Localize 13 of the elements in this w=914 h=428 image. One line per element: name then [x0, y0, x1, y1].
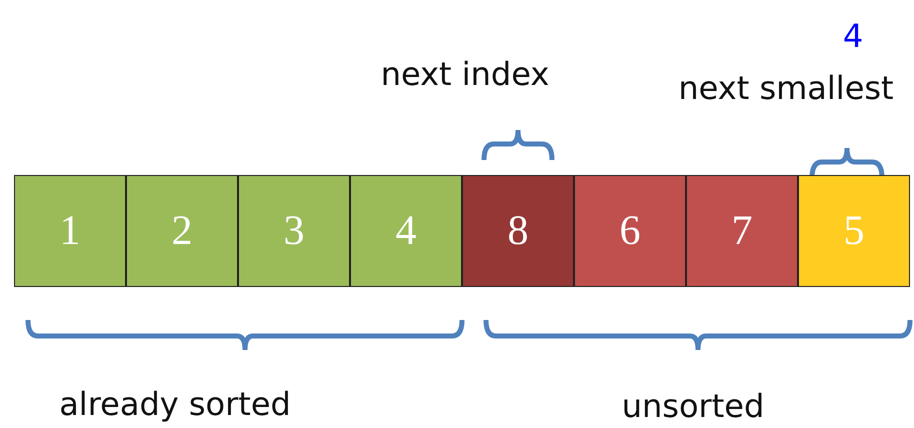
annotation-text: already sorted	[59, 388, 291, 420]
array-cell: 7	[686, 175, 798, 287]
array-cell: 4	[350, 175, 462, 287]
annotation-text: unsorted	[622, 390, 764, 422]
array-cell: 1	[14, 175, 126, 287]
array-cell: 3	[238, 175, 350, 287]
array-cell: 8	[462, 175, 574, 287]
array-cell: 5	[798, 175, 910, 287]
annotation-text: next smallest	[678, 72, 894, 104]
index-value: 4	[842, 20, 864, 52]
annotation-text: next index	[380, 58, 550, 90]
array-cell: 2	[126, 175, 238, 287]
array-cell: 6	[574, 175, 686, 287]
